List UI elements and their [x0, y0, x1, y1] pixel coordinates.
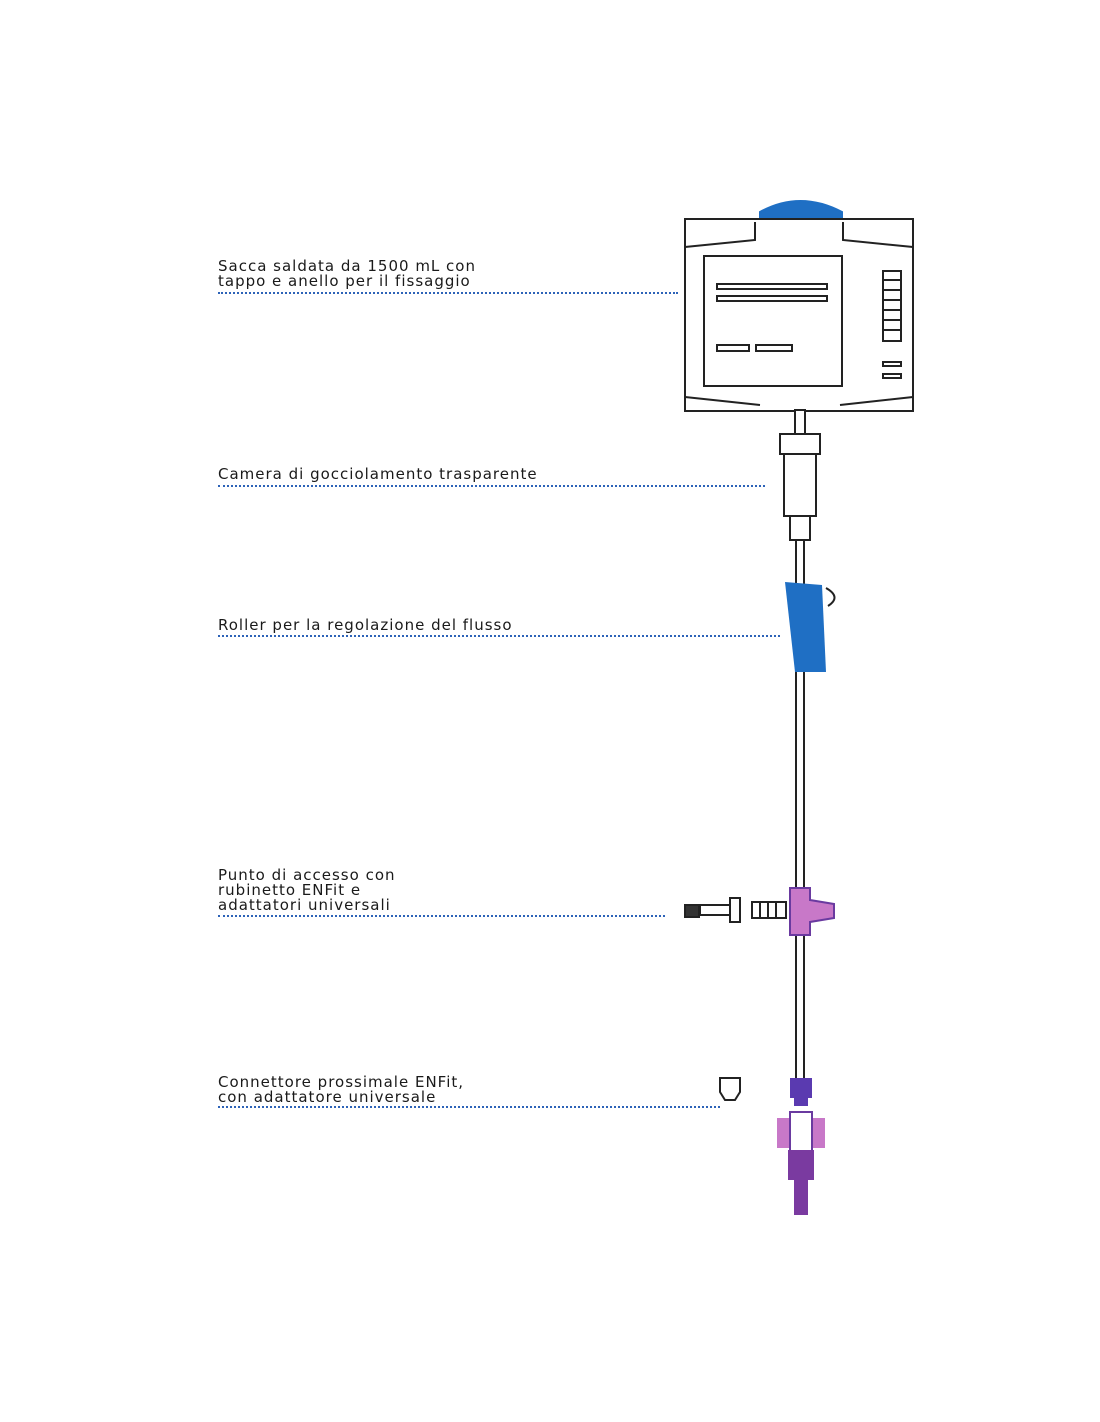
label-access-point: Punto di accesso con rubinetto ENFit e a… [218, 868, 396, 913]
leader-line-bag [218, 292, 678, 294]
universal-adapter-cap [719, 1077, 741, 1101]
label-line: Punto di accesso con [218, 866, 396, 884]
label-line: adattatori universali [218, 896, 391, 914]
label-connector: Connettore prossimale ENFit, con adattat… [218, 1075, 464, 1105]
label-line: Connettore prossimale ENFit, [218, 1073, 465, 1091]
roller-clamp [785, 582, 836, 672]
leader-line-roller [218, 635, 780, 637]
sealed-bag [684, 200, 914, 412]
label-line: con adattatore universale [218, 1088, 437, 1106]
drip-chamber-top [779, 433, 821, 455]
enfit-stopcock [684, 887, 835, 936]
leader-line-drip-chamber [218, 485, 765, 487]
label-roller: Roller per la regolazione del flusso [218, 618, 513, 633]
label-line: rubinetto ENFit e [218, 881, 362, 899]
label-line: tappo e anello per il fissaggio [218, 272, 471, 290]
label-drip-chamber: Camera di gocciolamento trasparente [218, 467, 538, 482]
label-bag: Sacca saldata da 1500 mL con tappo e ane… [218, 259, 476, 289]
tubing [779, 409, 821, 1081]
drip-chamber [783, 453, 817, 517]
label-line: Sacca saldata da 1500 mL con [218, 257, 476, 275]
enfit-connector [719, 1077, 825, 1215]
label-line: Camera di gocciolamento trasparente [218, 465, 538, 483]
graduation-marks [882, 270, 902, 379]
leader-line-access-point [218, 915, 665, 917]
label-line: Roller per la regolazione del flusso [218, 616, 513, 634]
leader-line-connector [218, 1106, 720, 1108]
